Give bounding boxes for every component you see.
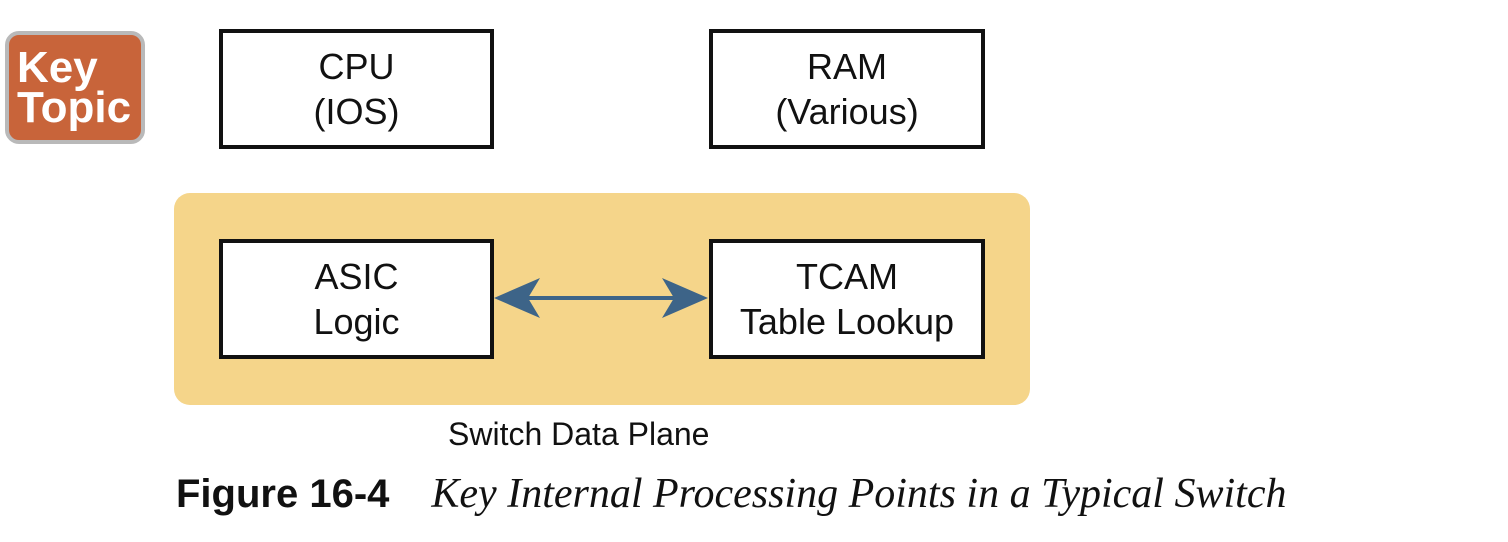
tcam-box-line2: Table Lookup (739, 301, 955, 342)
tcam-box-line1: TCAM (796, 256, 898, 297)
figure-number: Figure 16-4 (176, 472, 390, 516)
badge-line2: Topic (17, 82, 132, 132)
cpu-box: CPU (IOS) (219, 29, 494, 149)
asic-box: ASIC Logic (219, 239, 494, 359)
ram-box-line2: (Various) (775, 91, 919, 132)
ram-box-line1: RAM (807, 46, 887, 87)
asic-box-line2: Logic (313, 301, 400, 342)
figure-caption: Figure 16-4 Key Internal Processing Poin… (176, 470, 1286, 520)
arrow-head-left (494, 278, 540, 318)
figure-title: Key Internal Processing Points in a Typi… (431, 471, 1287, 517)
ram-box: RAM (Various) (709, 29, 985, 149)
cpu-box-line1: CPU (318, 46, 395, 87)
tcam-box: TCAM Table Lookup (709, 239, 985, 359)
switch-data-plane-label: Switch Data Plane (448, 416, 710, 452)
cpu-box-line2: (IOS) (313, 91, 400, 132)
asic-box-line1: ASIC (314, 256, 399, 297)
arrow-head-right (662, 278, 708, 318)
badge-line1: Key (17, 42, 98, 92)
key-topic-badge: Key Topic (5, 31, 145, 144)
